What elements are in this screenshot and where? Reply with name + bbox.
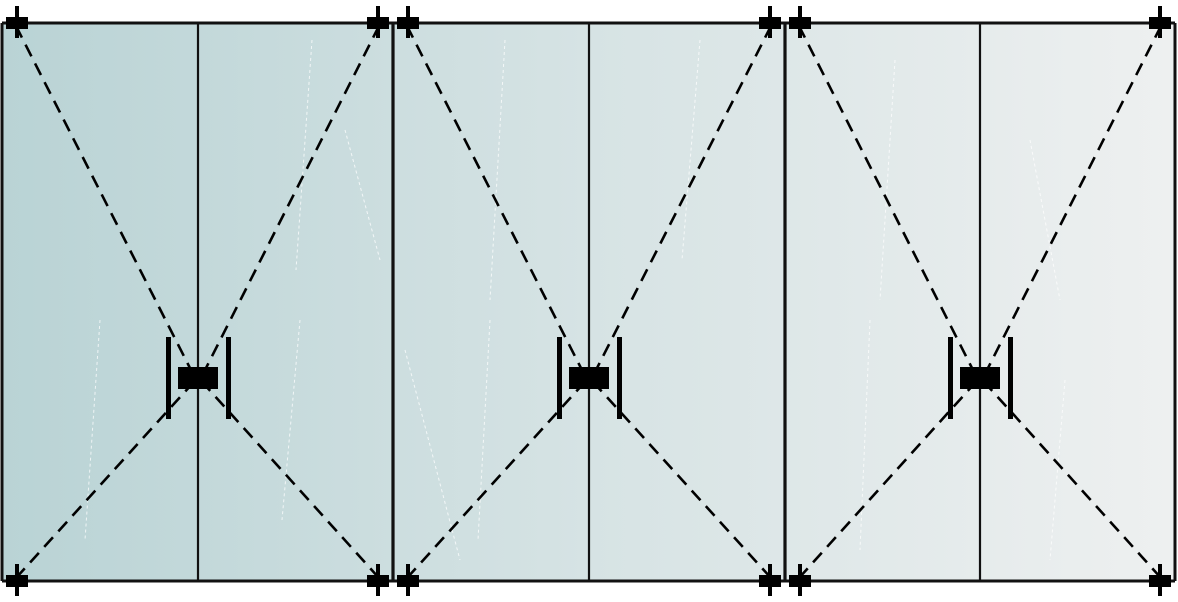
- glass-reflections: [84, 39, 1066, 561]
- pull-handle: [617, 337, 622, 419]
- glass-reflection: [859, 319, 871, 551]
- top-pivot-pin: [768, 23, 772, 38]
- bottom-pivot-pin: [15, 581, 19, 596]
- top-pivot-pin: [406, 23, 410, 38]
- pull-handle: [557, 337, 562, 419]
- bottom-pivot-pin: [15, 564, 19, 581]
- bottom-pivot-pin: [406, 581, 410, 596]
- bottom-pivot-pin: [798, 581, 802, 596]
- bottom-pivot-pin: [1158, 581, 1162, 596]
- opening-direction-lines: [14, 25, 1163, 579]
- top-pivot-pin: [15, 6, 19, 23]
- top-pivot-pin: [798, 23, 802, 38]
- bottom-pivot-pin: [798, 564, 802, 581]
- pull-handle: [226, 337, 231, 419]
- glass-reflection: [879, 59, 896, 301]
- bottom-pivot-pin: [1158, 564, 1162, 581]
- pull-handle: [948, 337, 953, 419]
- glass-reflection: [477, 319, 491, 541]
- opening-line: [798, 383, 975, 579]
- top-pivot-pin: [768, 6, 772, 23]
- bottom-pivot-pin: [768, 581, 772, 596]
- glass-reflection: [489, 39, 506, 301]
- opening-line: [406, 383, 584, 579]
- center-lock: [178, 367, 218, 389]
- opening-line: [405, 25, 585, 373]
- glass-reflection: [681, 39, 701, 261]
- top-pivot-pin: [15, 23, 19, 38]
- opening-line: [202, 25, 381, 373]
- top-pivot-pin: [1158, 6, 1162, 23]
- pull-handle: [166, 337, 171, 419]
- opening-line: [15, 383, 193, 579]
- glass-reflection: [404, 349, 461, 561]
- bottom-pivot-pin: [376, 581, 380, 596]
- center-lock: [960, 367, 1000, 389]
- opening-line: [594, 383, 772, 579]
- door-hardware: [6, 6, 1171, 596]
- bottom-pivot-pin: [376, 564, 380, 581]
- glass-reflection: [1049, 379, 1066, 561]
- top-pivot-pin: [798, 6, 802, 23]
- glass-reflection: [344, 129, 381, 261]
- panel-frames: [0, 21, 1177, 583]
- opening-line: [984, 25, 1163, 373]
- opening-line: [985, 383, 1162, 579]
- opening-line: [203, 383, 380, 579]
- opening-line: [797, 25, 976, 373]
- opening-line: [14, 25, 194, 373]
- top-pivot-pin: [406, 6, 410, 23]
- bottom-pivot-pin: [768, 564, 772, 581]
- center-lock: [569, 367, 609, 389]
- top-pivot-pin: [376, 23, 380, 38]
- top-pivot-pin: [376, 6, 380, 23]
- glass-reflection: [295, 39, 313, 271]
- opening-line: [593, 25, 773, 373]
- bottom-pivot-pin: [406, 564, 410, 581]
- glass-reflection: [84, 319, 101, 541]
- pull-handle: [1008, 337, 1013, 419]
- top-pivot-pin: [1158, 23, 1162, 38]
